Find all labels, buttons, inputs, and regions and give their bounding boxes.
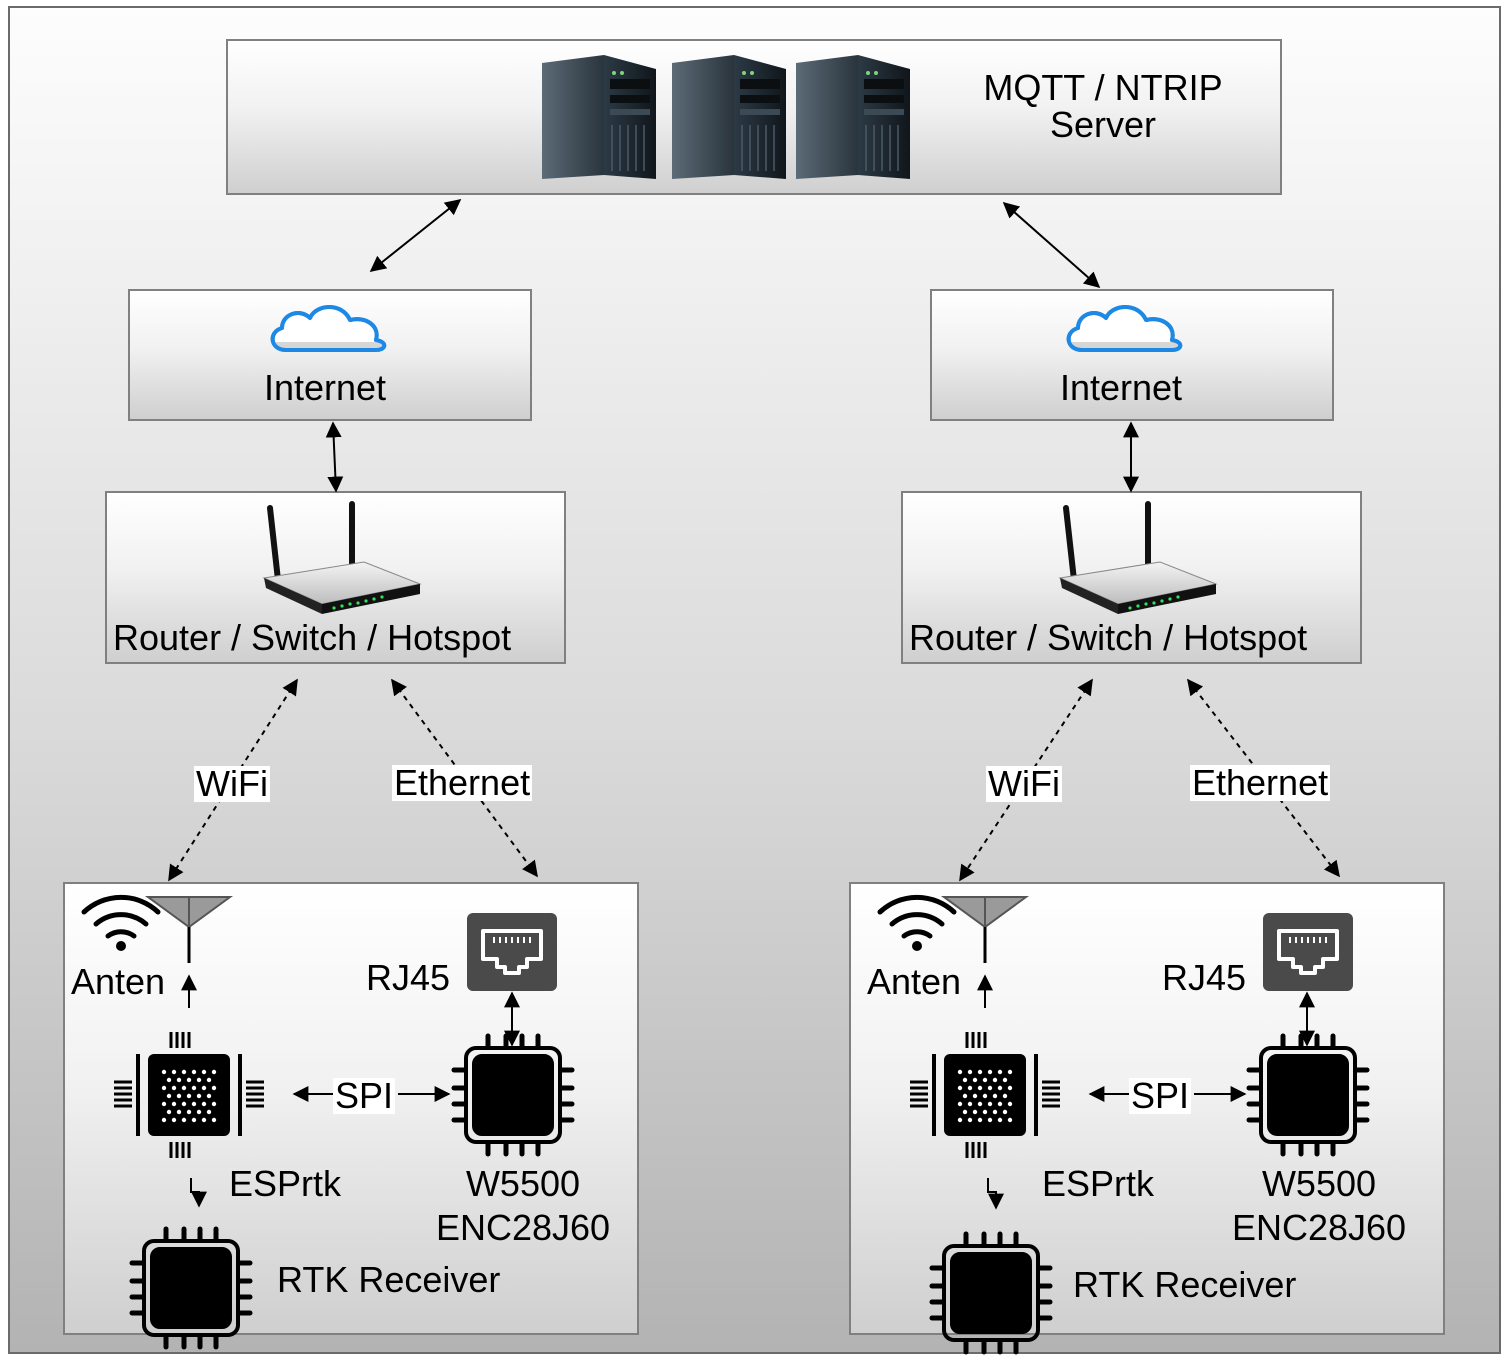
server-title-line2: Server [1049, 104, 1157, 145]
ethernet-chip-icon [454, 1036, 572, 1154]
internet-label-left: Internet [263, 367, 387, 408]
mcu-rtk-link [987, 1178, 1004, 1210]
server-internet-link-right [1002, 201, 1101, 289]
rj45-port-icon [465, 911, 559, 993]
rj45-port-icon [1261, 911, 1355, 993]
enc28j60-label: ENC28J60 [435, 1207, 611, 1248]
antenna-icon [146, 895, 232, 965]
router-label-right: Router / Switch / Hotspot [909, 617, 1308, 658]
wifi-icon [84, 897, 158, 951]
rj45-label: RJ45 [1162, 957, 1247, 998]
ethernet-label-left: Ethernet [392, 762, 533, 803]
wifi-label-left: WiFi [194, 763, 270, 804]
router-icon [1060, 504, 1216, 614]
esprtk-label: ESPrtk [1042, 1163, 1155, 1204]
cloud-icon [1066, 305, 1183, 354]
wifi-icon [880, 897, 954, 951]
rtk-receiver-label: RTK Receiver [1073, 1264, 1297, 1305]
spi-label: SPI [333, 1075, 396, 1116]
enc28j60-label: ENC28J60 [1231, 1207, 1407, 1248]
anten-label: Anten [71, 961, 166, 1002]
router-icon [264, 504, 420, 614]
ethernet-label-right: Ethernet [1190, 762, 1331, 803]
w5500-label: W5500 [465, 1163, 581, 1204]
wifi-label-right: WiFi [986, 763, 1062, 804]
esprtk-label: ESPrtk [229, 1163, 342, 1204]
server-title-line1: MQTT / NTRIP [983, 67, 1223, 108]
anten-label: Anten [867, 961, 962, 1002]
esprtk-chip-icon [908, 1030, 1062, 1160]
ethernet-chip-icon [1249, 1036, 1367, 1154]
rtk-receiver-chip-icon [132, 1229, 250, 1347]
antenna-icon [942, 895, 1028, 965]
mcu-rtk-link [190, 1178, 207, 1208]
w5500-label: W5500 [1261, 1163, 1377, 1204]
internet-label-right: Internet [1059, 367, 1183, 408]
rtk-receiver-label: RTK Receiver [277, 1259, 501, 1300]
internet-router-link-left [325, 421, 344, 493]
cloud-icon [270, 305, 387, 354]
spi-label: SPI [1129, 1075, 1192, 1116]
rtk-receiver-chip-icon [932, 1234, 1050, 1352]
server-internet-link-left [369, 199, 462, 272]
esprtk-chip-icon [112, 1030, 266, 1160]
rj45-label: RJ45 [366, 957, 451, 998]
router-label-left: Router / Switch / Hotspot [113, 617, 512, 658]
